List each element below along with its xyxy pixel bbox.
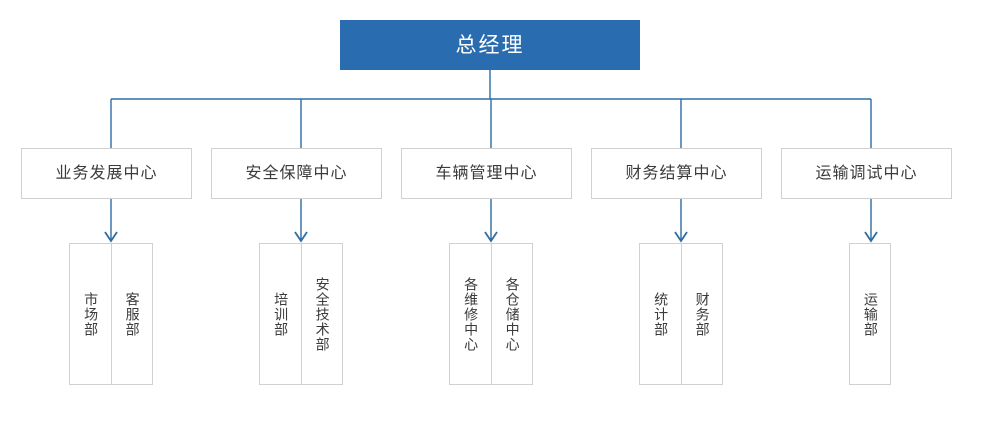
dept-cell-safety-technology[interactable]: 安全技术部	[300, 244, 343, 384]
root-node-label: 总经理	[455, 33, 525, 57]
dept-cell-transport[interactable]: 运输部	[850, 244, 890, 384]
center-node-label: 业务发展中心	[55, 164, 158, 182]
dept-group-safety-assurance: 培训部 安全技术部	[259, 243, 343, 385]
dept-label: 安全技术部	[314, 276, 331, 352]
arrow-head-4	[674, 231, 688, 243]
dept-group-transport-dispatch: 运输部	[849, 243, 891, 385]
center-node-business-development[interactable]: 业务发展中心	[21, 148, 192, 199]
dept-cell-marketing[interactable]: 市场部	[70, 244, 111, 384]
dept-group-vehicle-management: 各维修中心 各仓储中心	[449, 243, 533, 385]
dept-cell-maintenance-centers[interactable]: 各维修中心	[450, 244, 491, 384]
arrow-head-5	[864, 231, 878, 243]
dept-cell-finance[interactable]: 财务部	[680, 244, 723, 384]
center-node-financial-settlement[interactable]: 财务结算中心	[591, 148, 762, 199]
dept-group-financial-settlement: 统计部 财务部	[639, 243, 723, 385]
dept-group-business-development: 市场部 客服部	[69, 243, 153, 385]
dept-label: 各仓储中心	[504, 276, 521, 352]
arrow-head-3	[484, 231, 498, 243]
dept-label: 统计部	[653, 291, 670, 337]
center-node-label: 安全保障中心	[245, 164, 348, 182]
center-node-label: 财务结算中心	[625, 164, 728, 182]
dept-cell-statistics[interactable]: 统计部	[640, 244, 681, 384]
dept-label: 市场部	[83, 291, 100, 337]
dept-cell-warehouse-centers[interactable]: 各仓储中心	[490, 244, 533, 384]
dept-label: 各维修中心	[463, 276, 480, 352]
center-node-label: 运输调试中心	[815, 164, 918, 182]
dept-label: 运输部	[862, 291, 879, 337]
center-node-label: 车辆管理中心	[435, 164, 538, 182]
center-node-transport-dispatch[interactable]: 运输调试中心	[781, 148, 952, 199]
center-node-vehicle-management[interactable]: 车辆管理中心	[401, 148, 572, 199]
arrow-head-2	[294, 231, 308, 243]
dept-cell-customer-service[interactable]: 客服部	[110, 244, 153, 384]
dept-cell-training[interactable]: 培训部	[260, 244, 301, 384]
dept-label: 客服部	[124, 291, 141, 337]
center-node-safety-assurance[interactable]: 安全保障中心	[211, 148, 382, 199]
root-node-general-manager[interactable]: 总经理	[340, 20, 640, 70]
arrow-head-1	[104, 231, 118, 243]
dept-label: 培训部	[273, 291, 290, 337]
dept-label: 财务部	[694, 291, 711, 337]
